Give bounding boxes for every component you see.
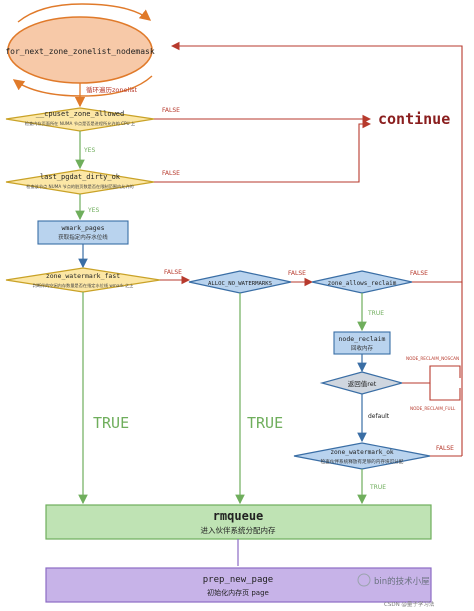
cpuset-label: __cpuset_zone_allowed: [36, 110, 125, 118]
prep-label: prep_new_page: [203, 575, 273, 585]
watermark: bin的技术小屋 CSDN @量子学习法: [357, 573, 435, 608]
loop-node: for_next_zone_zonelist_nodemask: [5, 3, 155, 97]
zwf-decision: zone_watermark_fast 判断伴的空闲内存数量是否在指定水位线 w…: [5, 267, 161, 293]
reclaim-false-label: FALSE: [410, 270, 428, 277]
node-reclaim-box: node_reclaim 回收内存: [333, 331, 391, 355]
loop-label: for_next_zone_zonelist_nodemask: [5, 47, 154, 56]
zwok-desc: 检查伙伴系统释放有足够的内存块可分配: [321, 458, 404, 465]
nowm-false-label: FALSE: [288, 270, 306, 277]
ret-label: 返回值ret: [348, 379, 377, 388]
nowm-decision: ALLOC_NO_WATERMARKS: [188, 270, 292, 294]
noscan-label: NODE_RECLAIM_NOSCAN: [406, 356, 459, 361]
nowm-label: ALLOC_NO_WATERMARKS: [208, 281, 272, 287]
default-label: default: [368, 413, 390, 420]
zwf-false-label: FALSE: [164, 269, 182, 276]
watermark-credit: CSDN @量子学习法: [384, 600, 435, 608]
zwf-desc: 判断伴的空闲内存数量是否在指定水位线 wmark 之上: [33, 282, 134, 289]
dirty-yes-label: YES: [87, 207, 99, 214]
cpuset-false-label: FALSE: [162, 107, 180, 114]
rmqueue-label: rmqueue: [213, 509, 264, 523]
zwf-true-label: TRUE: [93, 414, 129, 432]
zwok-decision: zone_watermark_ok 检查伙伴系统释放有足够的内存块可分配: [293, 442, 431, 470]
wechat-icon: [357, 573, 371, 587]
edge-dirty-continue: [154, 119, 372, 183]
loop-arc-bottom: [12, 75, 153, 97]
dirty-false-label: FALSE: [162, 170, 180, 177]
rmqueue-desc: 进入伙伴系统分配内存: [201, 525, 276, 535]
edge-ret-noscan: [402, 365, 461, 384]
zwf-label: zone_watermark_fast: [46, 272, 120, 280]
node-reclaim-label: node_reclaim: [339, 335, 386, 343]
rmqueue-box: rmqueue 进入伙伴系统分配内存: [45, 504, 432, 540]
dirty-decision: last_pgdat_dirty_ok 检查该节点 NUMA 节点的脏页数是否在…: [5, 169, 155, 195]
continue-label: continue: [378, 110, 450, 128]
nowm-true-label: TRUE: [247, 414, 283, 432]
full-label: NODE_RECLAIM_FULL: [410, 406, 456, 411]
cpuset-desc: 检查内存页面所在 NUMA 节点是否是进程所允许的 CPU 上: [25, 120, 135, 127]
ret-decision: 返回值ret: [319, 371, 405, 395]
reclaim-allow-decision: zone_allows_reclaim: [311, 270, 413, 294]
wmark-label: wmark_pages: [61, 224, 104, 232]
edge-ret-full: [429, 383, 461, 401]
loop-arc-top: [17, 3, 152, 23]
cpuset-decision: __cpuset_zone_allowed 检查内存页面所在 NUMA 节点是否…: [5, 107, 155, 132]
prep-desc: 初始化内存页 page: [207, 588, 269, 597]
wmark-desc: 获取指定内存水位线: [58, 233, 108, 241]
zwok-true-label: TRUE: [369, 484, 386, 491]
reclaim-allow-label: zone_allows_reclaim: [328, 280, 397, 287]
reclaim-true-label: TRUE: [367, 310, 384, 317]
loop-note: 循环遍历zonelist: [86, 85, 138, 94]
wmark-box: wmark_pages 获取指定内存水位线: [37, 220, 129, 245]
dirty-label: last_pgdat_dirty_ok: [40, 173, 121, 181]
edge-reclaim-continue: [170, 41, 463, 283]
node-reclaim-desc: 回收内存: [351, 344, 374, 352]
zwok-label: zone_watermark_ok: [330, 449, 394, 456]
cpuset-yes-label: YES: [83, 147, 95, 154]
zwok-false-label: FALSE: [436, 445, 454, 452]
watermark-brand: bin的技术小屋: [374, 576, 430, 587]
dirty-desc: 检查该节点 NUMA 节点的脏页数是否在限制范围内允许的: [26, 183, 133, 190]
